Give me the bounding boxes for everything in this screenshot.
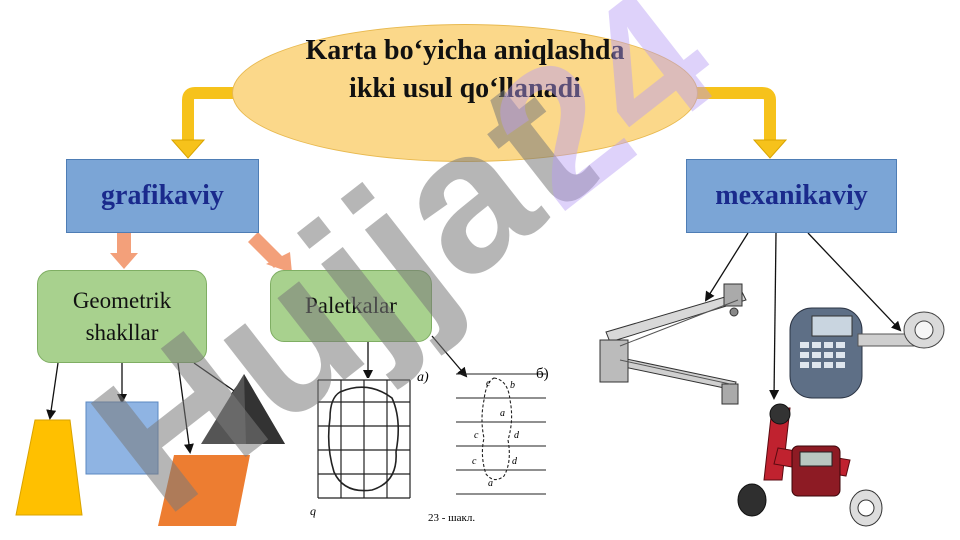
submethod-box-palettes: Paletkalar xyxy=(270,270,432,342)
palette-a-label: a) xyxy=(417,370,429,385)
salmon-arrow-to-geometric xyxy=(110,232,138,269)
yellow-arrowhead-left xyxy=(170,139,206,159)
palette-b-point: c xyxy=(474,430,479,441)
parallelogram-shape xyxy=(158,455,250,526)
line-geom-triangle xyxy=(193,362,242,397)
line-mech-planimeter xyxy=(704,232,749,302)
trapezoid-shape xyxy=(15,419,83,516)
palette-b-label: б) xyxy=(536,366,549,382)
method-box-graphical: grafikaviy xyxy=(66,159,259,233)
palette-b-point: a xyxy=(500,408,505,419)
palette-b-point: b xyxy=(510,380,515,391)
yellow-arrow-left xyxy=(182,87,238,142)
palette-grid-b xyxy=(456,373,546,495)
line-palette-b xyxy=(431,335,468,378)
line-mech-device-red xyxy=(769,232,780,400)
planimeter-illustration xyxy=(599,283,747,405)
corner-mark: q xyxy=(310,504,316,518)
line-geom-trapezoid xyxy=(46,362,59,420)
salmon-arrow-to-palettes xyxy=(248,232,292,273)
yellow-arrow-right xyxy=(695,87,776,142)
central-ellipse xyxy=(232,24,698,162)
central-title: Karta bo‘yicha aniqlashda ikki usul qo‘l… xyxy=(305,35,625,104)
digital-planimeter-illustration xyxy=(789,307,945,399)
triangle-shade xyxy=(244,374,285,444)
palette-b-point: d xyxy=(512,456,517,467)
palette-b-point: c xyxy=(472,456,477,467)
line-mech-device-digital xyxy=(807,232,902,332)
figure-caption: 23 - шакл. xyxy=(428,512,476,524)
yellow-arrowhead-right xyxy=(752,139,788,159)
square-shape xyxy=(85,401,159,475)
palette-b-point: e xyxy=(486,378,491,389)
method-box-mechanical: mexanikaviy xyxy=(686,159,897,233)
palette-grid-a xyxy=(316,378,411,499)
palette-b-point: d xyxy=(514,430,519,441)
red-planimeter-illustration xyxy=(737,403,883,527)
line-geom-parallelogram xyxy=(177,362,194,454)
submethod-box-geometric: Geometrik shakllar xyxy=(37,270,207,363)
palette-b-point: a xyxy=(488,478,493,489)
